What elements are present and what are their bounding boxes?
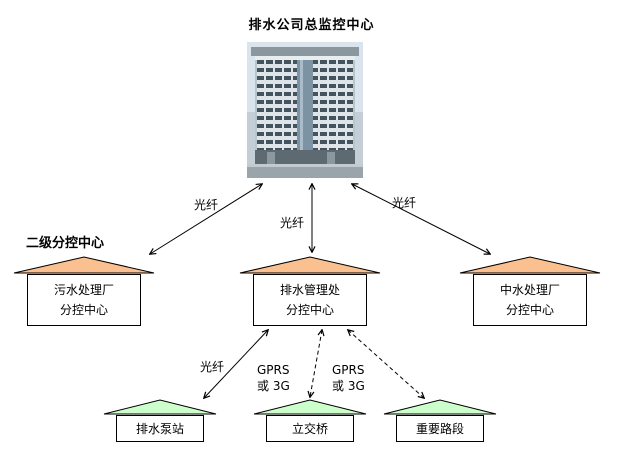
level2-section-label: 二级分控中心 — [26, 236, 105, 251]
house-roof-icon — [459, 256, 601, 274]
node-label: 排水泵站 — [135, 421, 184, 436]
node-label-line1: 污水处理厂 — [53, 283, 114, 297]
link-label-fiber-right: 光纤 — [392, 196, 417, 210]
gprs-line1: GPRS — [332, 363, 365, 377]
link-label-gprs-overpass: GPRS 或 3G — [257, 362, 290, 394]
link-hq-reclaimed-water — [352, 184, 490, 254]
house-roof-icon — [103, 399, 217, 415]
gprs-line2: 或 3G — [332, 379, 365, 393]
link-label-gprs-key-road: GPRS 或 3G — [332, 362, 365, 394]
link-label-fiber-left: 光纤 — [194, 198, 219, 212]
node-overpass: 立交桥 — [252, 399, 368, 442]
node-pump-station: 排水泵站 — [102, 399, 218, 442]
node-key-road: 重要路段 — [382, 399, 498, 442]
node-label-line2: 分控中心 — [505, 303, 554, 317]
link-admin-overpass — [310, 330, 322, 397]
building-image — [247, 42, 363, 178]
node-reclaimed-water-subcenter: 中水处理厂 分控中心 — [458, 256, 602, 326]
house-roof-icon — [13, 256, 155, 274]
headquarters-building — [247, 42, 363, 182]
gprs-line1: GPRS — [257, 363, 290, 377]
node-label: 重要路段 — [415, 421, 464, 436]
node-sewage-plant-subcenter: 污水处理厂 分控中心 — [12, 256, 156, 326]
gprs-line2: 或 3G — [257, 379, 290, 393]
house-roof-icon — [383, 399, 497, 415]
node-label: 立交桥 — [291, 421, 328, 436]
diagram-title: 排水公司总监控中心 — [248, 18, 375, 33]
house-roof-icon — [239, 256, 381, 274]
node-label-line1: 排水管理处 — [279, 283, 340, 297]
house-roof-icon — [253, 399, 367, 415]
node-label-line2: 分控中心 — [285, 303, 334, 317]
node-drainage-admin-subcenter: 排水管理处 分控中心 — [238, 256, 382, 326]
node-label-line1: 中水处理厂 — [499, 283, 560, 297]
link-hq-sewage-plant — [150, 184, 262, 254]
link-label-fiber-middle: 光纤 — [280, 216, 305, 230]
link-label-fiber-pump: 光纤 — [200, 360, 225, 374]
node-label-line2: 分控中心 — [59, 303, 108, 317]
